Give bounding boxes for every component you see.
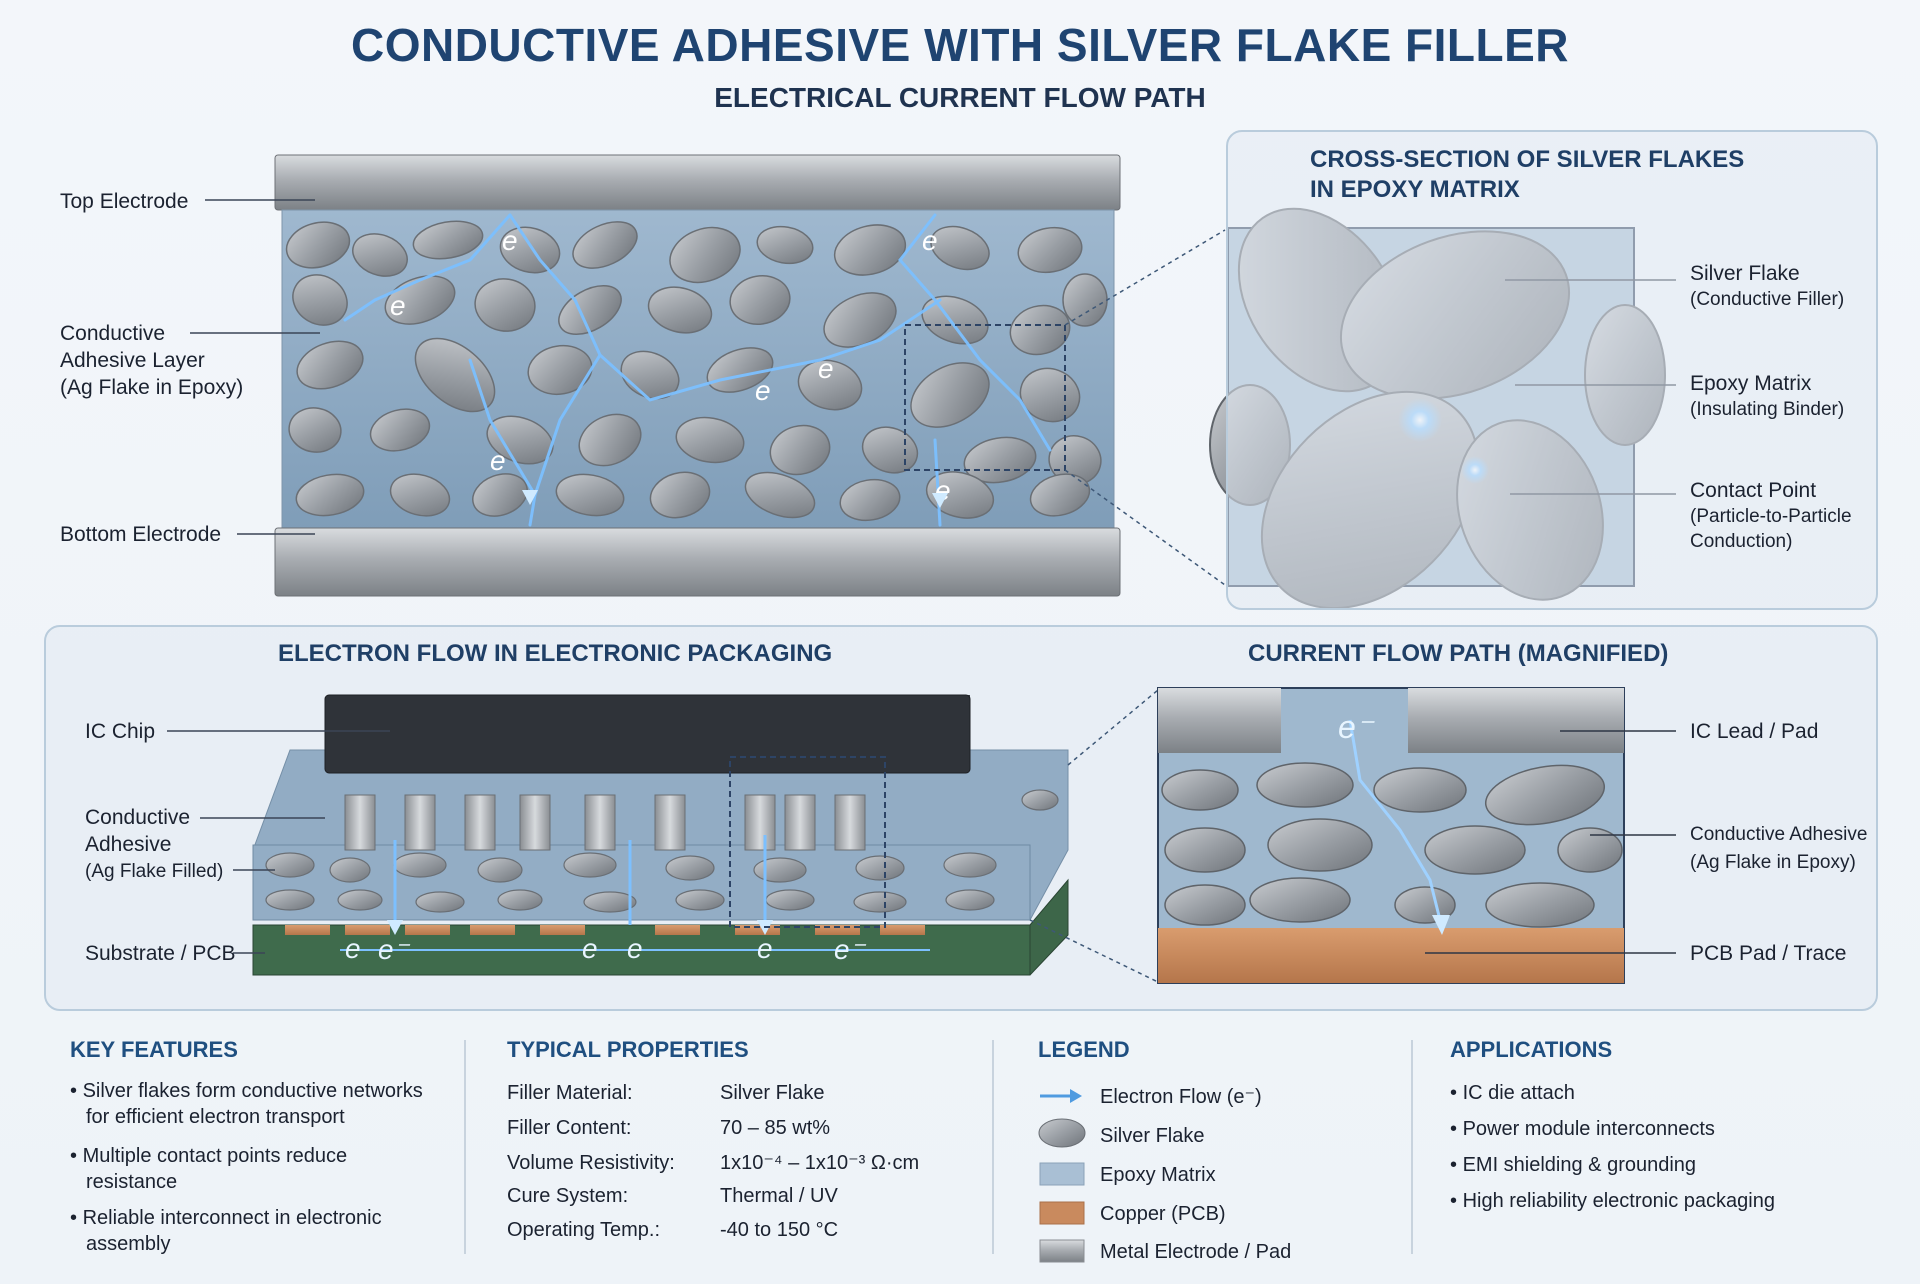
- magnified-flakes: [1161, 762, 1623, 928]
- pcb-electron-1: e⁻: [378, 934, 409, 965]
- key-feature-item-cont: resistance: [86, 1171, 178, 1193]
- pcb-electron-0: e: [345, 933, 361, 964]
- application-item: • Power module interconnects: [1450, 1118, 1715, 1140]
- application-item: • IC die attach: [1450, 1082, 1575, 1104]
- label-adhesive-l1: Conductive: [60, 322, 166, 345]
- key-feature-item: • Reliable interconnect in electronic: [70, 1207, 382, 1229]
- property-key: Volume Resistivity:: [507, 1152, 675, 1174]
- key-feature-item-cont: assembly: [86, 1233, 171, 1255]
- epoxy-swatch: [1039, 1162, 1085, 1186]
- application-item: • EMI shielding & grounding: [1450, 1154, 1697, 1176]
- property-key: Filler Material:: [507, 1082, 633, 1104]
- metal-swatch: [1039, 1239, 1085, 1263]
- label-pkg-adhesive-l3: (Ag Flake Filled): [85, 861, 224, 882]
- legend-item-label: Metal Electrode / Pad: [1100, 1241, 1292, 1263]
- applications-heading: APPLICATIONS: [1450, 1037, 1613, 1062]
- label-substrate: Substrate / PCB: [85, 942, 236, 965]
- flake-icon: [1038, 1118, 1086, 1148]
- property-value: 70 – 85 wt%: [720, 1117, 831, 1139]
- magnified-electron: e⁻: [1338, 709, 1373, 745]
- pcb-pad: [1158, 928, 1624, 983]
- property-value: 1x10⁻⁴ – 1x10⁻³ Ω·cm: [720, 1152, 920, 1174]
- property-key: Operating Temp.:: [507, 1219, 661, 1241]
- key-feature-item-cont: for efficient electron transport: [86, 1106, 345, 1128]
- svg-text:e: e: [490, 445, 506, 476]
- page-subtitle: ELECTRICAL CURRENT FLOW PATH: [714, 82, 1206, 113]
- copper-swatch: [1039, 1201, 1085, 1225]
- label-epoxy-matrix: Epoxy Matrix: [1690, 372, 1812, 395]
- property-key: Cure System:: [507, 1185, 629, 1207]
- svg-text:e: e: [390, 290, 406, 321]
- packaging-flakes: [265, 789, 1059, 913]
- label-ic-chip: IC Chip: [85, 720, 156, 743]
- key-feature-item: • Silver flakes form conductive networks: [70, 1080, 423, 1102]
- chip-leads: [344, 794, 866, 851]
- bottom-electrode: [274, 527, 1121, 597]
- label-pkg-adhesive-l1: Conductive: [85, 806, 191, 829]
- pcb-electron-3: e: [627, 933, 643, 964]
- magnified-leaders: [1425, 730, 1676, 954]
- label-contact-point-desc2: Conduction): [1690, 531, 1793, 552]
- magnified-title: CURRENT FLOW PATH (MAGNIFIED): [1248, 640, 1669, 667]
- label-pkg-adhesive-l2: Adhesive: [85, 833, 172, 856]
- magnified-electron-path: [1348, 719, 1442, 921]
- label-contact-point: Contact Point: [1690, 479, 1817, 502]
- label-silver-flake: Silver Flake: [1690, 262, 1800, 285]
- key-feature-item: • Multiple contact points reduce: [70, 1145, 348, 1167]
- label-top-electrode: Top Electrode: [60, 190, 189, 213]
- silver-flakes-top: [285, 220, 1108, 522]
- label-bottom-electrode: Bottom Electrode: [60, 523, 222, 546]
- label-adhesive-l3: (Ag Flake in Epoxy): [60, 376, 244, 399]
- top-electrode: [274, 154, 1121, 211]
- legend-icons: [1038, 1089, 1086, 1263]
- label-contact-point-desc: (Particle-to-Particle: [1690, 506, 1852, 527]
- packaging-title: ELECTRON FLOW IN ELECTRONIC PACKAGING: [278, 640, 833, 667]
- svg-text:e: e: [922, 225, 938, 256]
- page-title: CONDUCTIVE ADHESIVE WITH SILVER FLAKE FI…: [350, 19, 1570, 71]
- typical-properties-heading: TYPICAL PROPERTIES: [507, 1037, 749, 1062]
- svg-text:e: e: [818, 353, 834, 384]
- legend-item-label: Epoxy Matrix: [1100, 1164, 1216, 1186]
- property-key: Filler Content:: [507, 1117, 632, 1139]
- svg-text:e: e: [502, 225, 518, 256]
- pcb-electron-2: e: [582, 933, 598, 964]
- cross-section-title-l2: IN EPOXY MATRIX: [1310, 176, 1520, 203]
- cross-section-title-l1: CROSS-SECTION OF SILVER FLAKES: [1310, 146, 1745, 173]
- packaging-leader-lines: [167, 730, 390, 954]
- packaging-electron-paths: [340, 835, 930, 951]
- label-silver-flake-desc: (Conductive Filler): [1690, 289, 1845, 310]
- label-mag-adhesive-l2: (Ag Flake in Epoxy): [1690, 852, 1856, 873]
- label-mag-adhesive-l1: Conductive Adhesive: [1690, 824, 1868, 845]
- ic-chip: [324, 694, 971, 774]
- legend-item-label: Electron Flow (e⁻): [1100, 1086, 1262, 1108]
- top-leader-lines: [190, 199, 320, 535]
- label-pcb-pad: PCB Pad / Trace: [1690, 942, 1847, 965]
- svg-text:e: e: [755, 375, 771, 406]
- application-item: • High reliability electronic packaging: [1450, 1190, 1775, 1212]
- label-adhesive-l2: Adhesive Layer: [60, 349, 205, 372]
- electron-symbols-top: e e e e e e e: [390, 225, 951, 506]
- legend-item-label: Copper (PCB): [1100, 1203, 1226, 1225]
- pcb-electron-5: e⁻: [834, 934, 865, 965]
- property-value: -40 to 150 °C: [720, 1219, 839, 1241]
- cross-section-panel: [1226, 130, 1878, 610]
- property-value: Silver Flake: [720, 1082, 825, 1104]
- label-ic-lead: IC Lead / Pad: [1690, 720, 1819, 743]
- label-epoxy-matrix-desc: (Insulating Binder): [1690, 399, 1845, 420]
- legend-item-label: Silver Flake: [1100, 1125, 1205, 1147]
- copper-traces: [285, 925, 925, 935]
- legend-heading: LEGEND: [1038, 1037, 1130, 1062]
- property-value: Thermal / UV: [720, 1185, 838, 1207]
- pcb-electron-4: e: [757, 933, 773, 964]
- key-features-heading: KEY FEATURES: [70, 1037, 238, 1062]
